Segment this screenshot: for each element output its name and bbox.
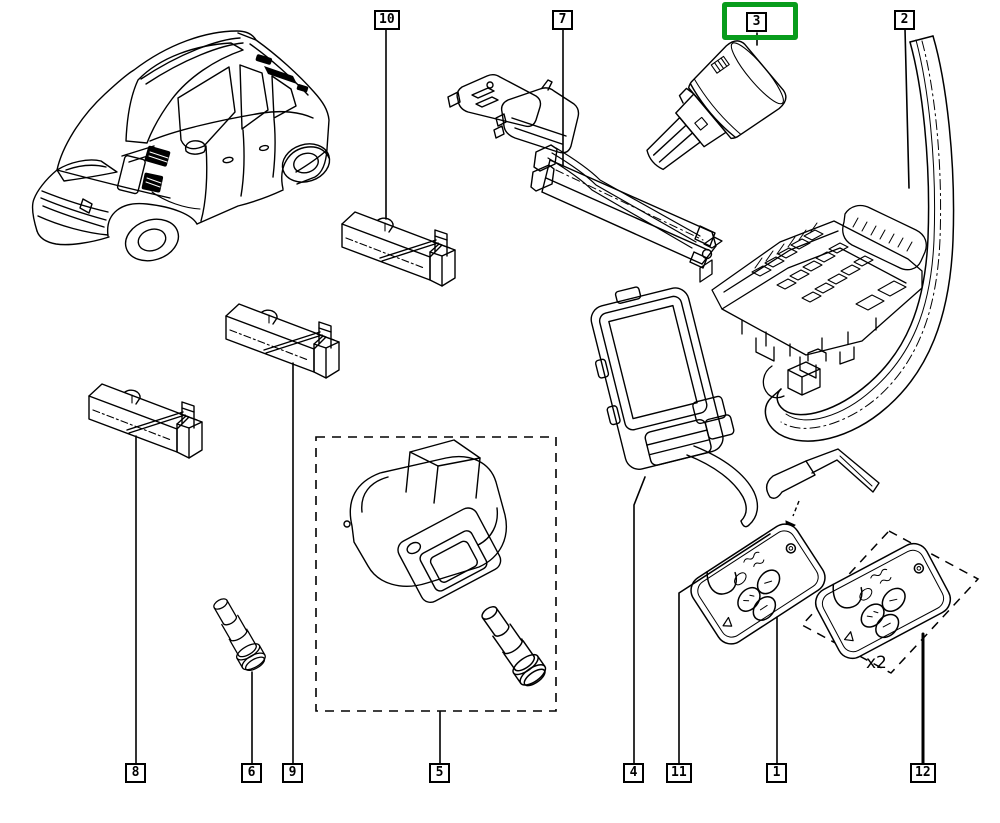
part-8-antenna [88, 383, 203, 459]
part-1-keycard [684, 517, 832, 651]
callout-7[interactable]: 7 [552, 10, 573, 30]
relay-hatching [852, 217, 913, 252]
callout-9[interactable]: 9 [282, 763, 303, 783]
part-5-steering-lock [343, 439, 507, 604]
callout-10[interactable]: 10 [374, 10, 400, 30]
callout-5[interactable]: 5 [429, 763, 450, 783]
callout-leader-lines [135, 28, 925, 766]
ridge-hatching [754, 222, 818, 269]
highlight-box [722, 2, 798, 40]
callout-11[interactable]: 11 [666, 763, 692, 783]
callout-8[interactable]: 8 [125, 763, 146, 783]
card-reader-cable [686, 445, 759, 528]
callout-4[interactable]: 4 [623, 763, 644, 783]
callout-3-selected[interactable]: 3 [746, 12, 767, 32]
fuse-box-unit [699, 204, 927, 379]
callout-6[interactable]: 6 [241, 763, 262, 783]
part-6-shear-bolt [206, 593, 270, 675]
part-4-card-reader [590, 286, 735, 470]
fuse-row [751, 229, 907, 311]
part-5-bolt [473, 599, 551, 691]
part-10-antenna [341, 211, 456, 287]
quantity-label: x2 [866, 653, 887, 673]
part-5-kit-outline [315, 436, 557, 712]
callout-2[interactable]: 2 [894, 10, 915, 30]
part-7-harness [447, 74, 717, 269]
emergency-key-blade [765, 448, 880, 499]
strip-bracket [762, 348, 827, 399]
part-9-antenna [225, 303, 340, 379]
vehicle-illustration [31, 30, 331, 262]
part-3-ignition-switch [646, 40, 787, 171]
part-2-trim-strip [764, 35, 955, 442]
callout-1[interactable]: 1 [766, 763, 787, 783]
callout-12[interactable]: 12 [910, 763, 936, 783]
part-12-keycard [809, 537, 957, 665]
